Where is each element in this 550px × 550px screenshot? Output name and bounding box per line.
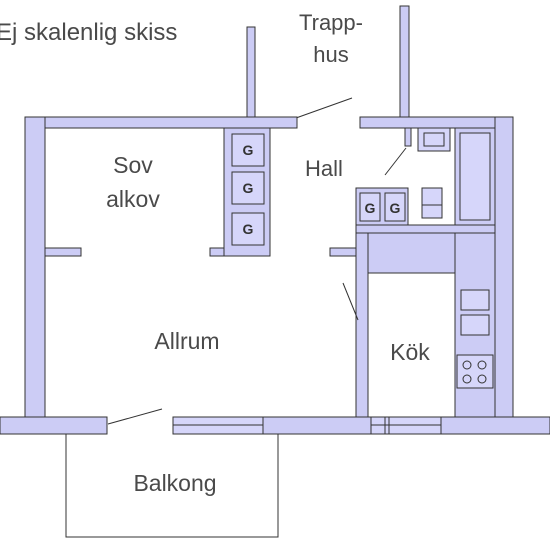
kitchen-counter-top	[355, 224, 496, 234]
cabinet-g-label-2: G	[243, 180, 254, 196]
stairwell-wall-right	[399, 5, 410, 129]
room-label-trapphus-line2: hus	[313, 42, 348, 67]
cabinet-partition-stub	[209, 247, 225, 257]
room-label-allrum: Allrum	[154, 328, 219, 354]
note-not-to-scale: Ej skalenlig skiss	[0, 19, 177, 46]
toilet	[421, 187, 443, 219]
top-wall-left	[24, 116, 298, 129]
bathroom-wall-stub	[404, 127, 412, 147]
bathroom-door-swing	[384, 147, 407, 176]
stove-burner-2	[477, 360, 487, 370]
room-label-hall: Hall	[305, 156, 343, 181]
kitchen-wall	[355, 231, 369, 418]
bottom-wall-left	[0, 416, 108, 435]
cabinet-g-label-3: G	[243, 221, 254, 237]
cabinet-g-1	[231, 133, 265, 167]
stove-burner-1	[462, 360, 472, 370]
stairwell-wall-left	[246, 26, 256, 128]
balcony-door-swing	[107, 408, 163, 425]
kitchen-door-swing	[342, 282, 359, 321]
washbasin-bowl	[423, 132, 445, 147]
room-label-kok: Kök	[390, 339, 430, 365]
room-label-sov-line1: Sov	[113, 152, 153, 178]
balcony-outline	[65, 434, 279, 538]
room-label-balkong: Balkong	[133, 470, 216, 496]
kitchen-counter-upper	[367, 232, 456, 274]
entrance-door-swing	[295, 97, 353, 119]
kitchen-cabinet-2	[460, 314, 490, 336]
hall-cabinet-g-label-1: G	[365, 200, 376, 216]
kitchen-cabinet-1	[460, 289, 490, 311]
stove-burner-3	[462, 374, 472, 384]
left-wall	[24, 116, 46, 418]
wardrobe-door	[459, 132, 491, 221]
bottom-wall-mid	[262, 416, 372, 435]
hall-cabinet-g-label-2: G	[390, 200, 401, 216]
hall-cabinet-g-2	[384, 192, 406, 222]
room-label-trapphus-line1: Trapp-	[299, 10, 363, 35]
bottom-wall-right	[440, 416, 550, 435]
right-wall	[494, 116, 514, 418]
top-wall-right	[359, 116, 514, 129]
cabinet-g-2	[231, 171, 265, 205]
room-label-sov-line2: alkov	[106, 186, 160, 212]
alcove-partition-stub	[44, 247, 82, 257]
cabinet-g-label-1: G	[243, 142, 254, 158]
hall-cabinet-g-1	[359, 192, 381, 222]
cabinet-g-3	[231, 212, 265, 246]
stove-burner-4	[477, 374, 487, 384]
stove	[456, 354, 494, 389]
